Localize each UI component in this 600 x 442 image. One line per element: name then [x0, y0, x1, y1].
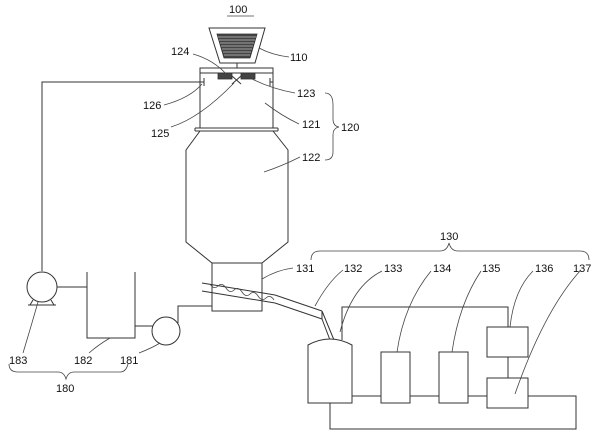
downstream-units	[307, 306, 577, 430]
reference-labels: 100 110 124 126 125 123 121 120 122 130 …	[9, 4, 591, 395]
label-131: 131	[296, 263, 314, 275]
recycle-loop	[26, 81, 212, 346]
leader-lines	[8, 15, 590, 395]
feed-hopper	[208, 27, 266, 68]
label-183: 183	[9, 355, 27, 367]
label-124: 124	[171, 46, 189, 58]
label-180: 180	[56, 383, 74, 395]
label-125: 125	[151, 128, 169, 140]
label-126: 126	[143, 100, 161, 112]
upper-chamber	[194, 67, 279, 132]
label-121: 121	[302, 119, 320, 131]
label-100: 100	[229, 4, 247, 16]
label-133: 133	[384, 263, 402, 275]
label-135: 135	[482, 263, 500, 275]
label-136: 136	[535, 263, 553, 275]
label-181: 181	[120, 355, 138, 367]
label-137: 137	[573, 263, 591, 275]
screw-conveyor	[201, 262, 335, 341]
label-130: 130	[440, 231, 458, 243]
main-vessel	[185, 130, 289, 264]
label-132: 132	[344, 263, 362, 275]
label-134: 134	[433, 263, 451, 275]
label-182: 182	[74, 355, 92, 367]
label-120: 120	[341, 122, 359, 134]
label-123: 123	[297, 88, 315, 100]
label-110: 110	[290, 52, 308, 64]
label-122: 122	[302, 152, 320, 164]
